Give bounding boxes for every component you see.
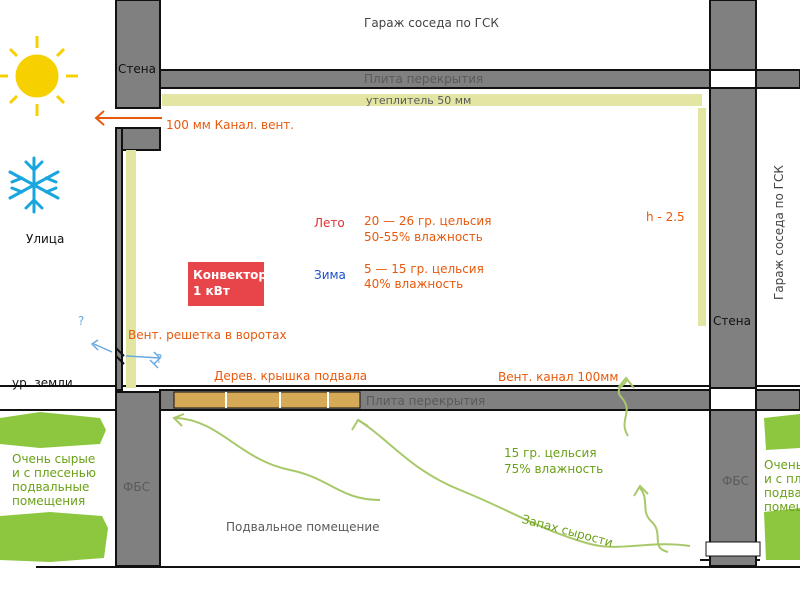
neighbors-right-line1: Очень	[764, 458, 800, 472]
arrow-left-icon	[94, 110, 162, 126]
gate-grille-mark-1	[115, 347, 125, 357]
vent-channel-label: Вент. канал 100мм	[498, 370, 619, 384]
summer-label: Лето	[314, 216, 345, 230]
wall-left-label: Стена	[118, 62, 156, 76]
wall-right	[709, 87, 757, 389]
question-mark-1: ?	[78, 314, 85, 328]
snowflake-icon	[8, 156, 60, 214]
gate-grille-label: Вент. решетка в воротах	[128, 328, 287, 342]
wall-left-upper	[115, 0, 161, 109]
vent-channel-out-label: 100 мм Канал. вент.	[166, 118, 295, 132]
neighbors-right-line4: помеще	[764, 500, 800, 514]
neighbors-right-line3: подвал	[764, 486, 800, 500]
neighbors-left-line2: и с плесенью	[12, 466, 96, 480]
damp-patch-right-1	[764, 414, 800, 450]
street-label: Улица	[26, 232, 65, 246]
slab-top	[159, 69, 711, 89]
gate-frame	[115, 127, 123, 391]
damp-patch-left-2	[0, 512, 108, 562]
neighbors-left-line4: помещения	[12, 494, 86, 508]
neighbor-garage-right-label: Гараж соседа по ГСК	[772, 165, 786, 300]
basement-room-label: Подвальное помещение	[226, 520, 380, 534]
slab-top-label: Плита перекрытия	[364, 72, 484, 86]
insulation-label: утеплитель 50 мм	[366, 94, 472, 107]
basement-humidity: 75% влажность	[504, 462, 604, 476]
insulation-right	[698, 108, 706, 326]
gate-airflow-icon	[90, 339, 162, 369]
wall-right-label: Стена	[713, 314, 751, 328]
convector-label-2: 1 кВт	[193, 284, 230, 298]
wall-right-top	[709, 0, 757, 71]
insulation-left	[126, 150, 136, 388]
fbs-left-label: ФБС	[123, 480, 150, 494]
neighbors-left-line1: Очень сырые	[12, 452, 96, 466]
winter-label: Зима	[314, 268, 346, 282]
fbs-left	[115, 391, 161, 567]
gate-grille-mark-2	[115, 355, 125, 365]
question-mark-2: ?	[156, 352, 163, 366]
insulation-top	[162, 94, 702, 106]
slab-bottom-right	[755, 389, 800, 411]
vent-intake	[705, 541, 761, 557]
height-label: h - 2.5	[646, 210, 685, 224]
winter-temp: 5 — 15 гр. цельсия	[364, 262, 484, 276]
slab-bottom-label: Плита перекрытия	[366, 394, 486, 408]
winter-humidity: 40% влажность	[364, 277, 464, 291]
fbs-right	[709, 409, 757, 567]
damp-patch-left-1	[0, 412, 106, 448]
ground-level-label: ур. земли	[12, 376, 73, 390]
moisture-flow-icon	[172, 413, 691, 553]
summer-humidity: 50-55% влажность	[364, 230, 483, 244]
convector-label-1: Конвектор	[193, 268, 268, 282]
neighbors-left-line3: подвальные	[12, 480, 90, 494]
sun-icon	[0, 36, 78, 116]
damp-patch-right-2	[764, 508, 800, 560]
fbs-right-label: ФБС	[722, 474, 749, 488]
slab-right	[755, 69, 800, 89]
neighbor-garage-top-label: Гараж соседа по ГСК	[364, 16, 499, 30]
cellar-lid-label: Дерев. крышка подвала	[214, 369, 368, 383]
vent-airflow-icon	[617, 376, 635, 437]
basement-temp: 15 гр. цельсия	[504, 446, 597, 460]
neighbors-right-line2: и с пле	[764, 472, 800, 486]
summer-temp: 20 — 26 гр. цельсия	[364, 214, 492, 228]
convector	[188, 262, 264, 306]
cellar-lid	[173, 391, 361, 409]
